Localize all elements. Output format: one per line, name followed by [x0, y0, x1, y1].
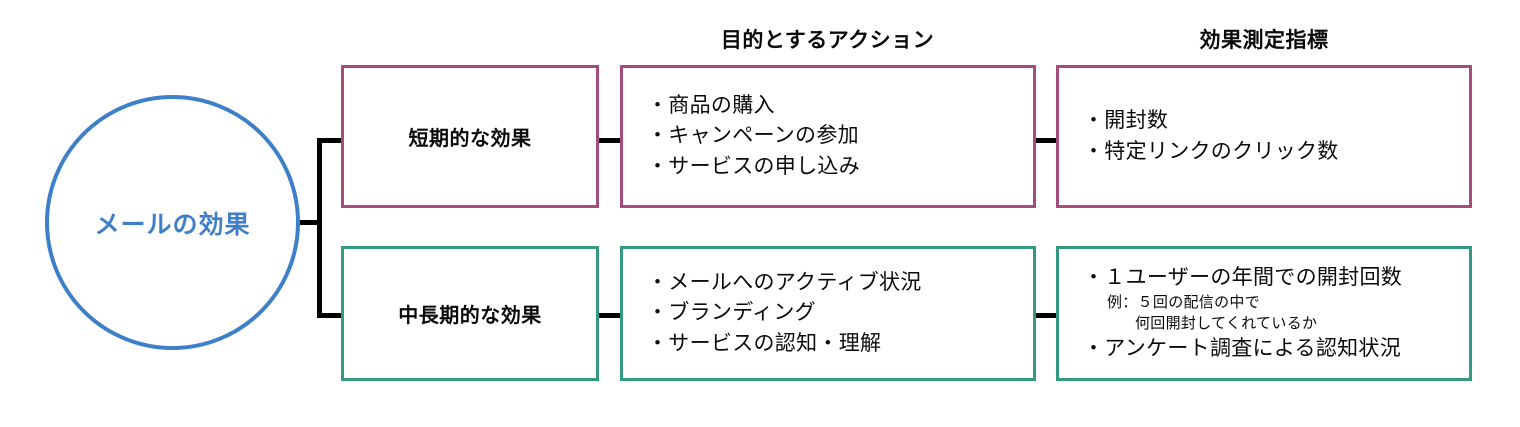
list-item: ・１ユーザーの年間での開封回数 [1083, 265, 1403, 289]
column-header-metric: 効果測定指標 [1199, 29, 1329, 52]
list-item: ・メールへのアクティブ状況 [647, 270, 922, 294]
column-header-action: 目的とするアクション [720, 29, 935, 52]
list-item: ・サービスの認知・理解 [647, 331, 882, 355]
category-box-long-term: 中長期的な効果 [341, 246, 599, 381]
connector-root-stem [300, 220, 322, 225]
list-item-note: 例：５回の配信の中で [1107, 294, 1261, 312]
connector-long-category-to-action [598, 313, 621, 318]
list-item: ・ブランディング [647, 301, 816, 325]
connector-bracket-spine [317, 138, 322, 318]
action-box-long-term: ・メールへのアクティブ状況 ・ブランディング ・サービスの認知・理解 [620, 246, 1036, 381]
connector-short-category-to-action [598, 138, 621, 143]
list-item: ・商品の購入 [647, 93, 775, 117]
list-item: ・サービスの申し込み [647, 154, 860, 178]
list-item: ・特定リンクのクリック数 [1083, 139, 1339, 163]
list-item: ・アンケート調査による認知状況 [1083, 336, 1402, 360]
list-item-note: 何回開封してくれているか [1135, 314, 1318, 332]
category-label-long-term: 中長期的な効果 [398, 305, 542, 327]
metric-box-short-term: ・開封数 ・特定リンクのクリック数 [1056, 65, 1472, 208]
list-item: ・キャンペーンの参加 [647, 124, 859, 148]
connector-arm-short-term [317, 138, 345, 143]
action-box-short-term: ・商品の購入 ・キャンペーンの参加 ・サービスの申し込み [620, 65, 1036, 208]
root-node-label: メールの効果 [94, 210, 251, 239]
category-box-short-term: 短期的な効果 [341, 65, 599, 208]
metric-box-long-term: ・１ユーザーの年間での開封回数 例：５回の配信の中で 何回開封してくれているか … [1056, 246, 1472, 381]
list-item: ・開封数 [1083, 109, 1169, 133]
connector-arm-long-term [317, 313, 345, 318]
root-node-circle: メールの効果 [45, 95, 300, 350]
connector-short-action-to-metric [1035, 138, 1057, 143]
category-label-short-term: 短期的な効果 [408, 128, 532, 150]
connector-long-action-to-metric [1035, 313, 1057, 318]
